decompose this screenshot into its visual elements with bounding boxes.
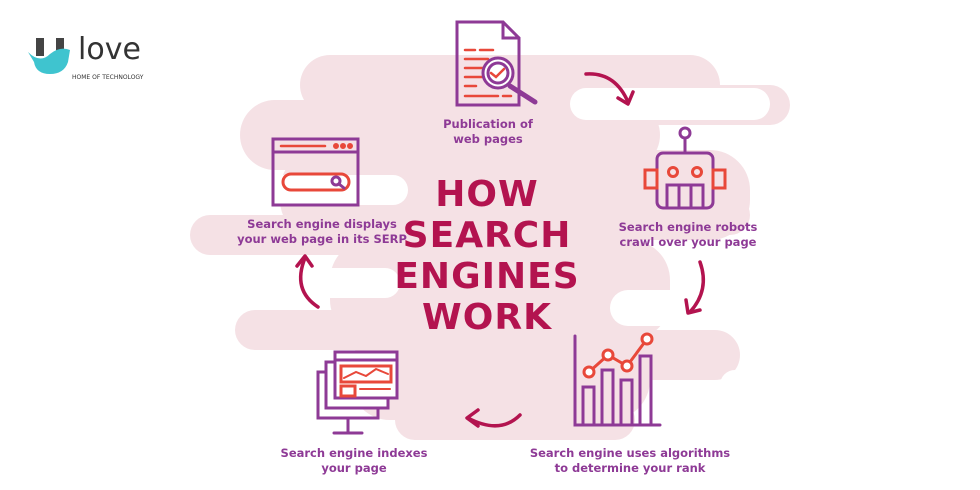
bar-chart-icon (573, 332, 662, 427)
logo-tagline: HOME OF TECHNOLOGY (72, 74, 144, 81)
step-publication-label: Publication of web pages (443, 117, 533, 146)
monitor-index-icon (316, 350, 399, 435)
step-crawl-label: Search engine robots crawl over your pag… (618, 220, 758, 249)
browser-search-icon (271, 137, 360, 207)
document-search-icon (455, 20, 538, 107)
logo-u-mark (28, 38, 70, 74)
logo-word: love (78, 32, 141, 67)
page-title: HOW SEARCH ENGINES WORK (394, 174, 580, 338)
robot-icon (643, 126, 727, 210)
arrow-2 (688, 260, 706, 314)
arrow-4 (298, 256, 320, 309)
logo: love HOME OF TECHNOLOGY (28, 32, 168, 86)
arrow-1 (584, 72, 630, 104)
step-index-label: Search engine indexes your page (280, 446, 428, 475)
step-rank-label: Search engine uses algorithms to determi… (529, 446, 731, 475)
step-serp-label: Search engine displays your web page in … (237, 217, 407, 246)
